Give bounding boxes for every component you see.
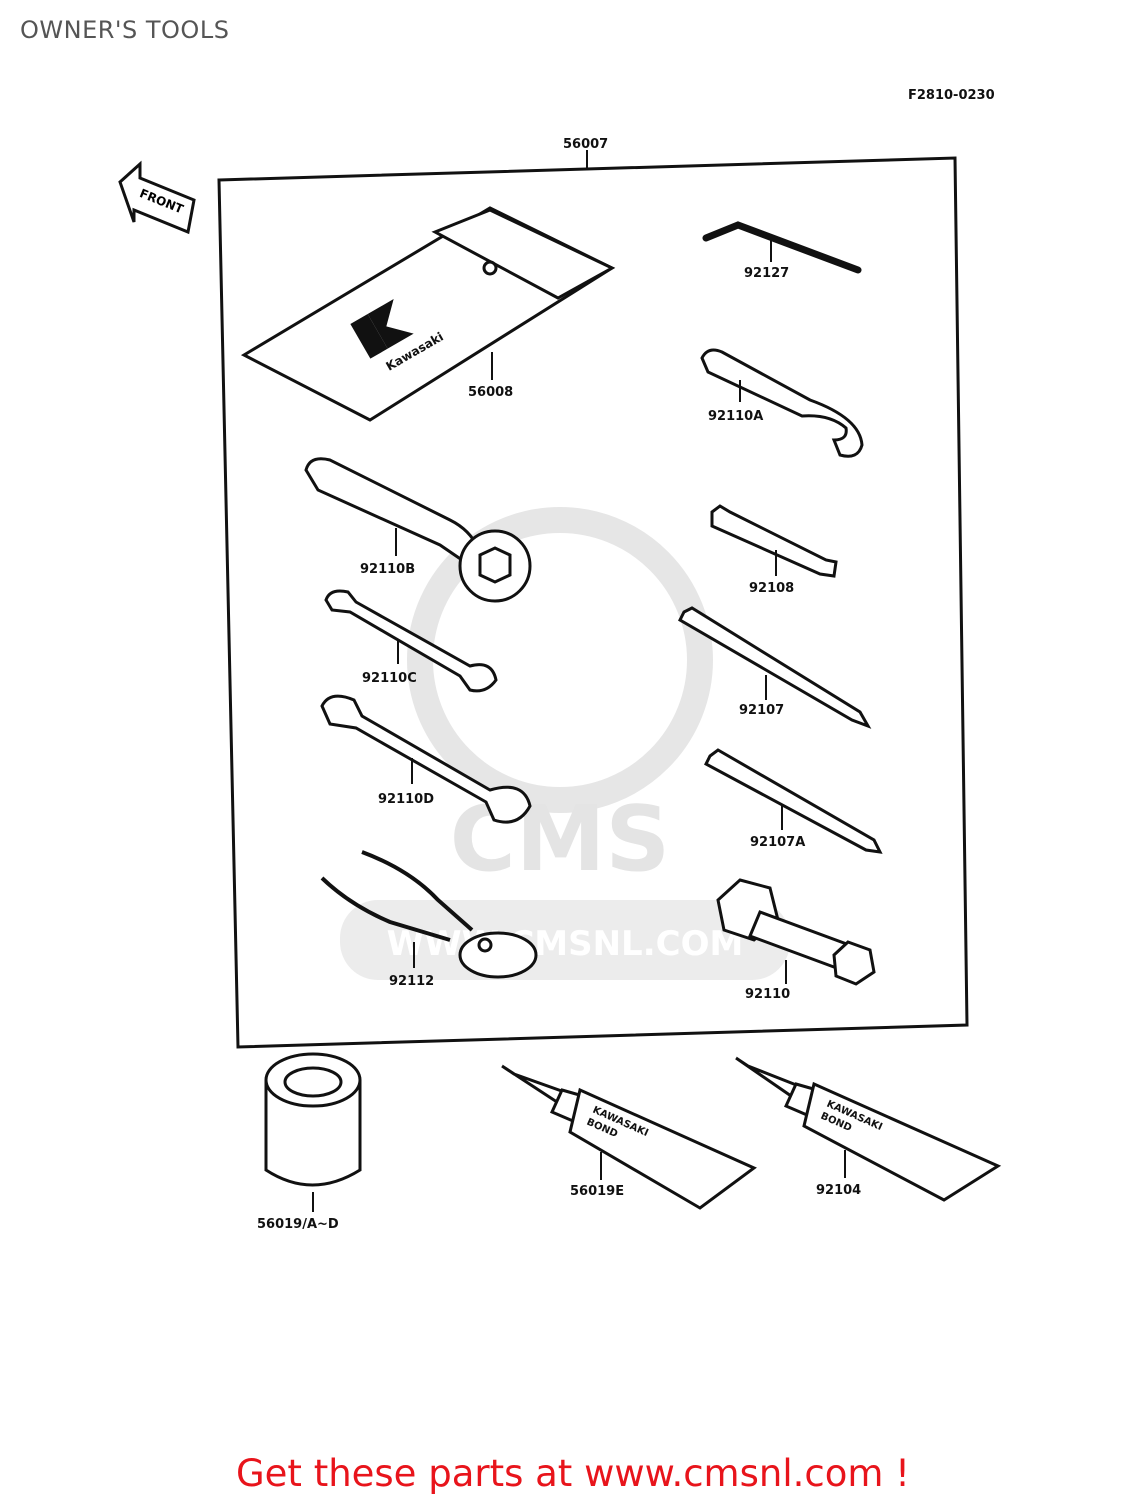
box-wrench-tool [304,457,532,603]
open-wrench-small-tool [324,589,498,693]
bond-tube-left: KAWASAKI BOND [501,1064,757,1210]
label-92107A: 92107A [750,835,805,850]
tool-kit-frame [217,156,969,1049]
front-arrow-icon: FRONT [118,160,196,235]
tool-bag: Kawasaki [240,206,616,422]
page-title: OWNER'S TOOLS [20,16,230,44]
parts-diagram: CMS WWW.CMSNL.COM F2810-0230 FRONT 56007… [118,88,1002,1232]
screwdriver-large-tool [704,748,883,854]
watermark-brand: CMS [450,787,670,892]
label-56019AD: 56019/A~D [257,1217,339,1232]
pliers-tool [320,850,538,979]
label-92108: 92108 [749,581,794,596]
label-92110D: 92110D [378,792,434,807]
watermark-url: WWW.CMSNL.COM [387,924,744,964]
bond-tube-right: KAWASAKI BOND [735,1056,1002,1202]
label-56019E: 56019E [570,1184,624,1199]
label-56008: 56008 [468,385,513,400]
small-spanner-tool [710,504,838,578]
socket-cylinder [264,1052,362,1187]
label-56007: 56007 [563,137,608,152]
open-wrench-large-tool [320,694,532,824]
label-92127: 92127 [744,266,789,281]
spark-plug-wrench-tool [716,878,876,986]
label-92110A: 92110A [708,409,763,424]
label-92110: 92110 [745,987,790,1002]
label-92104: 92104 [816,1183,861,1198]
label-92110C: 92110C [362,671,417,686]
label-92110B: 92110B [360,562,415,577]
footer-link[interactable]: Get these parts at www.cmsnl.com ! [235,1452,910,1495]
label-92112: 92112 [389,974,434,989]
hex-key-tool [702,221,862,274]
figure-code: F2810-0230 [908,88,995,103]
label-92107: 92107 [739,703,784,718]
hook-spanner-tool [700,348,864,458]
screwdriver-tool [678,606,872,729]
